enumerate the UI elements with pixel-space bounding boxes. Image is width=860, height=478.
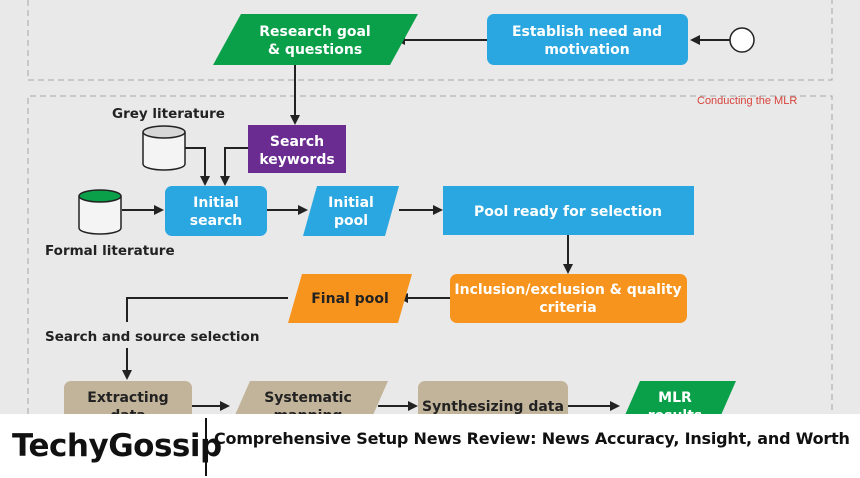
node-establish-need: Establish need and motivation [487,14,688,65]
node-inclusion-exclusion-line-1: Inclusion/exclusion & quality [454,282,681,298]
arrow-final-pool-to-selection [126,297,288,322]
node-synthesizing-data-label: Synthesizing data [422,399,564,414]
node-final-pool-label: Final pool [311,291,389,307]
node-inclusion-exclusion: Inclusion/exclusion & quality criteria [450,274,687,323]
node-synthesizing-data: Synthesizing data [418,381,568,414]
grey-literature-database-icon [142,125,186,171]
node-search-keywords-line-1: Search [270,134,324,150]
label-formal-literature: Formal literature [45,243,175,259]
node-research-goal-line-2: & questions [268,42,362,58]
node-final-pool: Final pool [288,274,412,323]
node-extracting-data-line-1: Extracting [87,390,168,406]
planning-section-frame [27,0,833,81]
node-systematic-mapping-line-2: mapping [274,408,343,414]
node-systematic-mapping: Systematic mapping [235,381,388,414]
node-initial-search: Initial search [165,186,267,236]
flow-diagram-canvas: Conducting the MLR Establish need and mo… [27,0,833,414]
node-extracting-data-line-2: data [110,408,146,414]
node-establish-need-line-1: Establish need and [512,24,662,40]
brand-logo-text[interactable]: TechyGossip [12,428,222,464]
site-banner: TechyGossip Comprehensive Setup News Rev… [0,414,860,478]
node-inclusion-exclusion-line-2: criteria [539,300,596,316]
arrow-grey-to-search [185,147,210,186]
node-systematic-mapping-line-1: Systematic [264,390,352,406]
node-mlr-results: MLR results [625,381,736,414]
node-initial-search-line-2: search [190,213,242,229]
node-initial-pool-line-2: pool [334,213,368,229]
banner-divider [205,418,207,476]
node-initial-search-line-1: Initial [193,195,239,211]
conducting-section-frame [27,95,833,414]
node-establish-need-line-2: motivation [544,42,629,58]
node-mlr-results-line-2: results [648,408,703,414]
label-grey-literature: Grey literature [112,106,225,122]
node-initial-pool-line-1: Initial [328,195,374,211]
flow-diagram: Conducting the MLR Establish need and mo… [0,0,860,414]
node-mlr-results-line-1: MLR [658,390,692,406]
node-research-goal-line-1: Research goal [259,24,370,40]
node-extracting-data: Extracting data [64,381,192,414]
node-initial-pool: Initial pool [303,186,399,236]
node-search-keywords: Search keywords [248,125,346,173]
section-label: Conducting the MLR [697,95,797,107]
node-research-goal: Research goal & questions [213,14,418,65]
node-pool-ready-label: Pool ready for selection [474,204,662,220]
node-search-keywords-line-2: keywords [259,152,334,168]
node-pool-ready: Pool ready for selection [443,186,694,235]
start-circle [729,27,755,53]
label-search-source-selection: Search and source selection [45,329,259,345]
arrow-keywords-to-search [220,147,248,186]
article-headline: Comprehensive Setup News Review: News Ac… [214,429,850,448]
formal-literature-database-icon [78,189,122,235]
